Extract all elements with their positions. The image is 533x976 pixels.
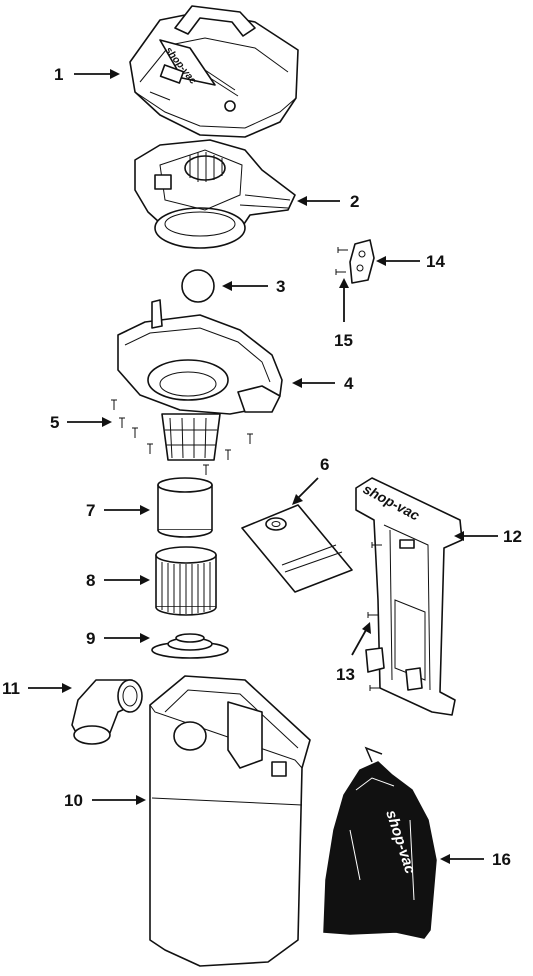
part-6-filter-bag [241,504,353,593]
callout-arrows [28,69,498,864]
callout-5: 5 [50,413,59,432]
part-16-storage-bag: shop-vac [323,746,437,939]
part-14-hose-holder [349,239,375,284]
callout-8: 8 [86,571,95,590]
part-8-cartridge-filter [155,546,217,616]
callout-16: 16 [492,850,511,869]
part-12-stand: shop-vac [355,477,463,716]
callout-12: 12 [503,527,522,546]
callout-2: 2 [350,192,359,211]
part-10-tank [149,675,311,967]
part-7-foam-sleeve [157,477,213,538]
callout-1: 1 [54,65,63,84]
part-11-inlet-elbow [71,679,143,745]
callout-14: 14 [426,252,445,271]
callout-7: 7 [86,501,95,520]
callout-9: 9 [86,629,95,648]
callout-10: 10 [64,791,83,810]
part-15-screws [335,247,348,275]
callout-4: 4 [344,374,354,393]
part-2-motor [134,139,296,249]
part-1-lid: shop-vac [129,5,299,138]
callout-3: 3 [276,277,285,296]
callout-11: 11 [2,679,20,698]
callout-13: 13 [336,665,355,684]
part-9-filter-disc [151,633,229,659]
part-13-screws [367,542,382,691]
callout-numbers: 1 2 3 4 5 6 7 8 9 10 11 12 13 14 15 16 [2,65,522,869]
part-4-filter-cage-housing [117,299,283,461]
callout-6: 6 [320,455,329,474]
part-5-screws [111,399,253,475]
part-3-float-ball [181,269,215,303]
callout-15: 15 [334,331,353,350]
